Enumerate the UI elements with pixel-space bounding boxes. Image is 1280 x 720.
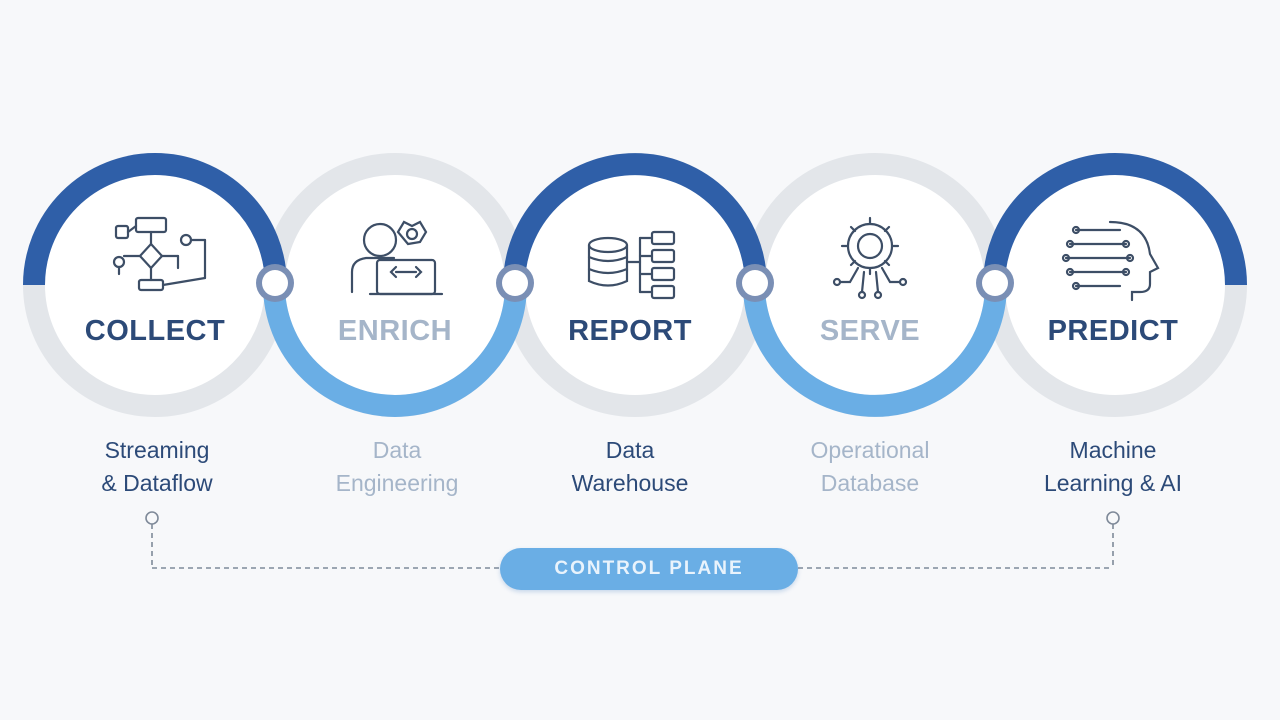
gear-circuit-icon [832,216,908,300]
junction-3 [736,264,774,302]
desc-line: Database [820,470,920,496]
stage-title-enrich: ENRICH [337,315,453,347]
stage-title-collect: COLLECT [84,315,226,347]
control-plane-pill: CONTROL PLANE [500,548,798,590]
desc-line: Data [605,437,655,463]
stage-title-report: REPORT [568,315,692,347]
desc-line: Operational [810,437,930,463]
flowchart-icon [112,216,207,292]
desc-line: Streaming [104,437,210,463]
stage-title-predict: PREDICT [1047,315,1179,347]
desc-line: Machine [1069,437,1157,463]
desc-line: Learning & AI [1043,470,1183,496]
control-plane-connector [145,511,1120,569]
stage-desc-predict: Machine Learning & AI [1003,434,1223,500]
engineer-laptop-icon [350,220,444,296]
junction-2 [496,264,534,302]
desc-line: & Dataflow [101,470,213,496]
arc-serve-bottom [743,284,1007,417]
junction-4 [976,264,1014,302]
arc-predict-top [983,153,1247,286]
desc-line: Engineering [335,470,459,496]
arc-enrich-bottom [263,284,527,417]
stage-desc-enrich: Data Engineering [287,434,507,500]
arc-collect-top [23,153,287,286]
desc-line: Warehouse [571,470,689,496]
stage-desc-collect: Streaming & Dataflow [47,434,267,500]
stage-title-serve: SERVE [819,315,921,347]
stage-desc-report: Data Warehouse [520,434,740,500]
stage-desc-serve: Operational Database [760,434,980,500]
junction-1 [256,264,294,302]
desc-line: Data [372,437,422,463]
database-tree-icon [587,230,676,300]
ai-head-icon [1061,220,1160,302]
arc-report-top [503,153,767,286]
